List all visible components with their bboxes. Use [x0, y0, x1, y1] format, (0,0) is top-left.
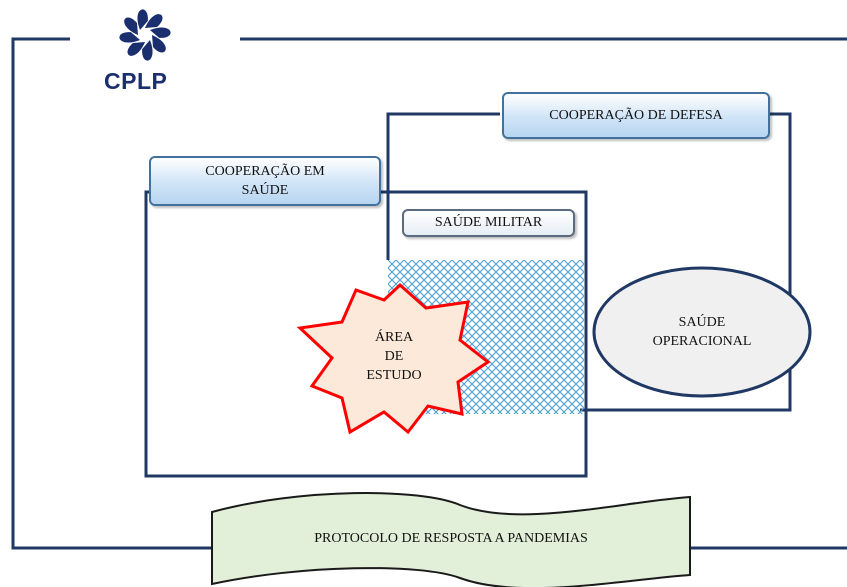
label-saude-militar: SAÚDE MILITAR: [402, 209, 575, 237]
study-area-line3: ESTUDO: [366, 368, 422, 383]
study-area-line1: ÁREA: [374, 330, 414, 345]
label-cooperacao-saude-line2: SAÚDE: [241, 183, 289, 198]
cplp-logo-icon: [119, 9, 171, 61]
operational-health-line2: OPERACIONAL: [652, 334, 752, 349]
label-cooperacao-saude-line1: COOPERAÇÃO EM: [205, 164, 325, 179]
logo-text: CPLP: [104, 68, 168, 94]
operational-health-line1: SAÚDE: [678, 315, 726, 330]
operational-health-label: SAÚDE OPERACIONAL: [632, 313, 772, 351]
label-cooperacao-defesa-text: COOPERAÇÃO DE DEFESA: [549, 107, 723, 123]
study-area-line2: DE: [384, 349, 404, 364]
defense-cooperation-box: [386, 112, 792, 412]
label-cooperacao-saude: COOPERAÇÃO EM SAÚDE: [149, 156, 381, 206]
cplp-outer-frame: [11, 37, 847, 550]
operational-health-ellipse: [592, 266, 812, 398]
study-area-label: ÁREA DE ESTUDO: [344, 328, 444, 385]
label-cooperacao-defesa: COOPERAÇÃO DE DEFESA: [502, 92, 770, 139]
protocol-label: PROTOCOLO DE RESPOSTA A PANDEMIAS: [314, 531, 588, 546]
protocol-banner: [211, 492, 691, 587]
label-saude-militar-text: SAÚDE MILITAR: [434, 215, 543, 230]
study-area-starburst: [296, 282, 491, 435]
